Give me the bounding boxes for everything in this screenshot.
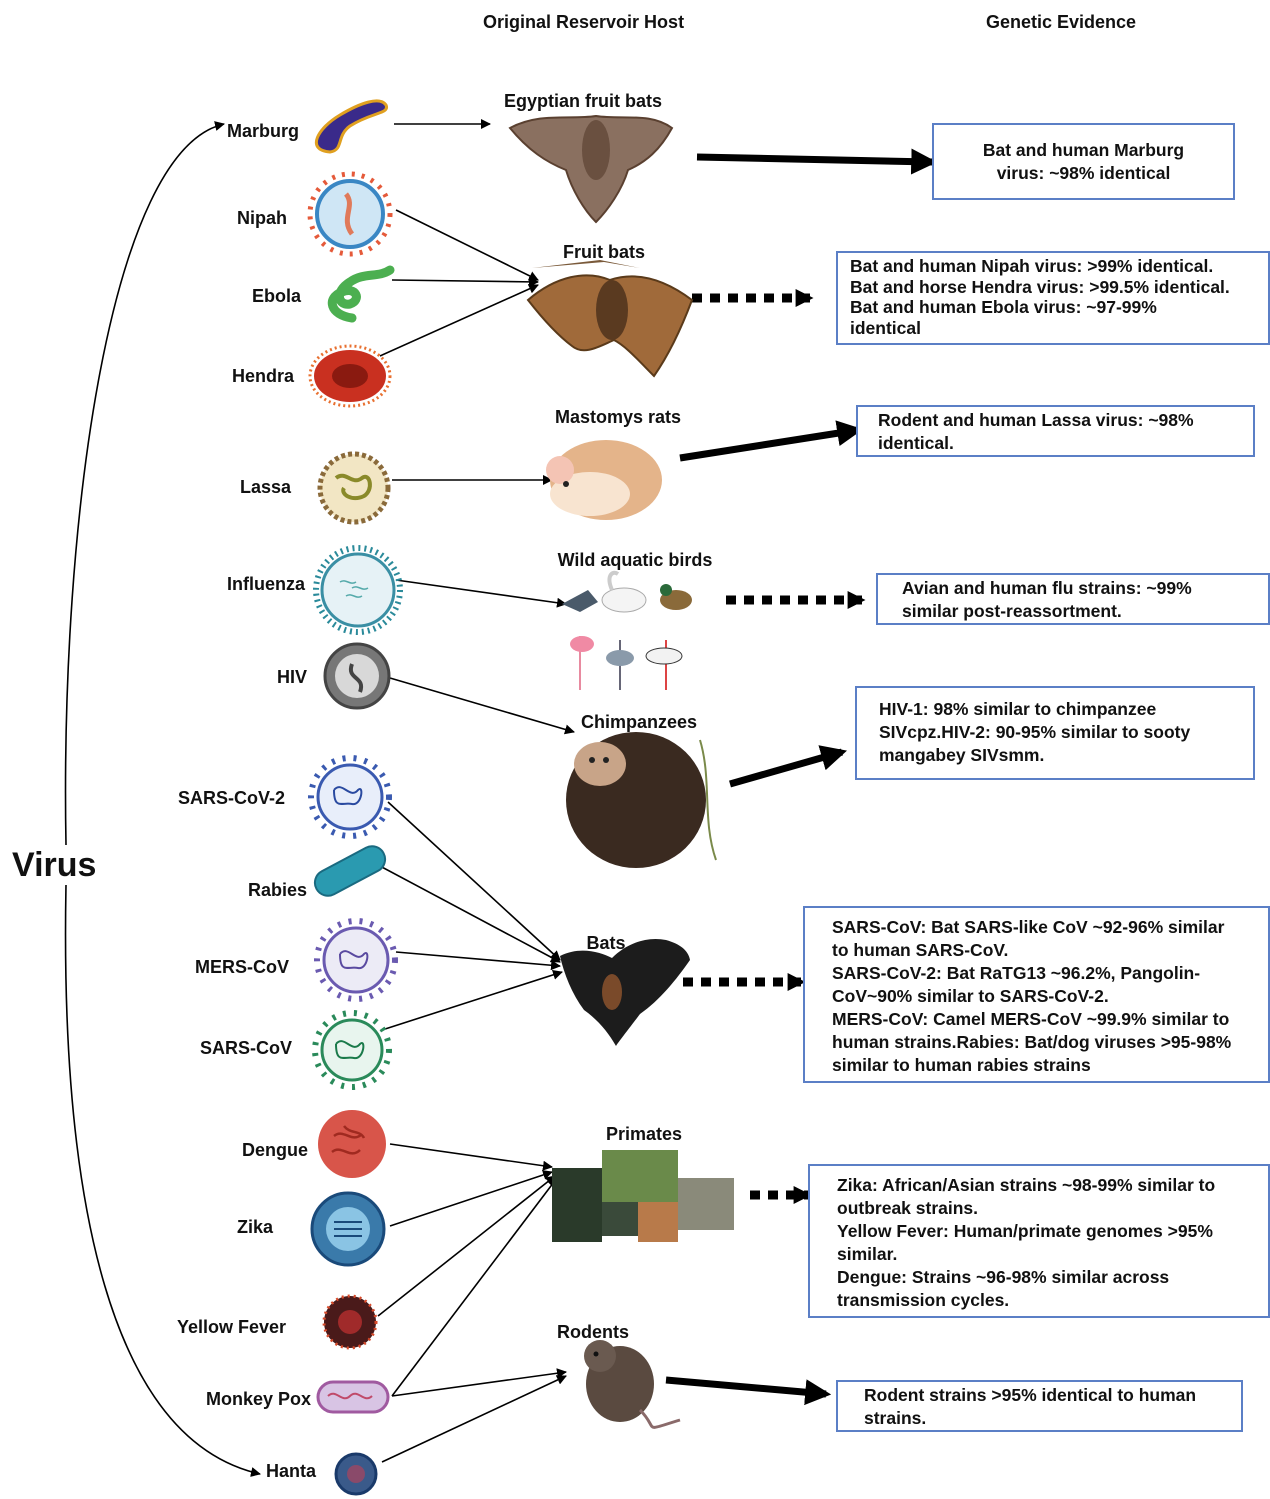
header-original-host: Original Reservoir Host — [483, 12, 685, 32]
evidence-box-lassa: Rodent and human Lassa virus: ~98% ident… — [856, 405, 1255, 457]
virus-label-zika: Zika — [237, 1217, 274, 1237]
evidence-line: similar post-reassortment. — [902, 601, 1122, 621]
evidence-line: mangabey SIVsmm. — [879, 745, 1045, 765]
evidence-line: Dengue: Strains ~96-98% similar across — [837, 1267, 1170, 1287]
evidence-box-primates: Zika: African/Asian strains ~98-99% simi… — [808, 1164, 1270, 1318]
evidence-box-fruit-bats: Bat and human Nipah virus: >99% identica… — [836, 251, 1270, 345]
host-label-mastomys-rats: Mastomys rats — [554, 407, 682, 427]
hiv-icon — [323, 642, 391, 710]
rodent-icon — [584, 1340, 681, 1429]
evidence-line: outbreak strains. — [837, 1198, 979, 1218]
chimpanzee-icon — [566, 732, 717, 868]
hanta-icon — [334, 1452, 378, 1496]
hendra-icon — [308, 344, 392, 408]
zika-icon — [310, 1191, 386, 1267]
egyptian-fruit-bat-icon — [508, 114, 674, 224]
marburg-icon — [315, 99, 389, 154]
evidence-line: virus: ~98% identical — [996, 163, 1171, 183]
monkey-pox-icon — [316, 1380, 390, 1414]
evidence-line: SARS-CoV-2: Bat RaTG13 ~96.2%, Pangolin- — [832, 963, 1201, 983]
fruit-bat-icon — [526, 260, 694, 378]
evidence-line: Avian and human flu strains: ~99% — [902, 578, 1192, 598]
aquatic-birds-icon — [562, 570, 692, 690]
host-label-fruit-bats: Fruit bats — [562, 242, 646, 262]
evidence-line: transmission cycles. — [837, 1290, 1010, 1310]
evidence-line: SARS-CoV: Bat SARS-like CoV ~92-96% simi… — [832, 917, 1225, 937]
virus-root-label: Virus — [12, 846, 97, 884]
host-label-chimpanzees: Chimpanzees — [580, 712, 698, 732]
virus-label-influenza: Influenza — [227, 574, 306, 594]
evidence-box-rodents: Rodent strains >95% identical to human s… — [836, 1380, 1243, 1432]
evidence-line: to human SARS-CoV. — [832, 940, 1009, 960]
virus-label-hendra: Hendra — [232, 366, 295, 386]
mastomys-rat-icon — [546, 440, 662, 520]
influenza-icon — [313, 545, 403, 635]
virus-root-arrows — [64, 121, 261, 1477]
evidence-line: similar to human rabies strains — [832, 1055, 1091, 1075]
virus-label-hiv: HIV — [277, 667, 308, 687]
evidence-line: identical. — [878, 433, 954, 453]
evidence-line: Rodent strains >95% identical to human — [864, 1385, 1197, 1405]
sars-cov-icon — [312, 1010, 392, 1090]
evidence-line: MERS-CoV: Camel MERS-CoV ~99.9% similar … — [832, 1009, 1230, 1029]
evidence-line: Bat and human Ebola virus: ~97-99% — [850, 297, 1157, 317]
virus-label-marburg: Marburg — [227, 121, 299, 141]
host-label-egyptian-fruit-bats: Egyptian fruit bats — [503, 91, 663, 111]
evidence-box-birds: Avian and human flu strains: ~99% simila… — [876, 573, 1270, 625]
evidence-line: human strains.Rabies: Bat/dog viruses >9… — [832, 1032, 1232, 1052]
mers-cov-icon — [314, 918, 398, 1002]
virus-host-arrows — [377, 119, 575, 1463]
evidence-line: SIVcpz.HIV-2: 90-95% similar to sooty — [879, 722, 1191, 742]
evidence-line: strains. — [864, 1408, 927, 1428]
virus-label-ebola: Ebola — [252, 286, 302, 306]
virus-label-rabies: Rabies — [248, 880, 308, 900]
evidence-line: Zika: African/Asian strains ~98-99% simi… — [837, 1175, 1216, 1195]
evidence-line: similar. — [837, 1244, 898, 1264]
host-label-wild-aquatic-birds: Wild aquatic birds — [557, 550, 713, 570]
virus-label-lassa: Lassa — [240, 477, 292, 497]
virus-label-mers-cov: MERS-CoV — [195, 957, 289, 977]
evidence-box-marburg: Bat and human Marburg virus: ~98% identi… — [932, 123, 1235, 200]
bat-icon — [560, 938, 690, 1046]
dengue-icon — [318, 1110, 386, 1178]
primates-photo-icon — [552, 1150, 734, 1242]
evidence-line: Yellow Fever: Human/primate genomes >95% — [837, 1221, 1213, 1241]
virus-label-dengue: Dengue — [242, 1140, 309, 1160]
evidence-box-bats: SARS-CoV: Bat SARS-like CoV ~92-96% simi… — [803, 906, 1270, 1083]
lassa-icon — [317, 451, 391, 525]
rabies-icon — [313, 845, 387, 897]
virus-label-hanta: Hanta — [266, 1461, 317, 1481]
evidence-line: HIV-1: 98% similar to chimpanzee — [879, 699, 1157, 719]
host-evidence-arrows — [665, 148, 938, 1406]
virus-label-yellow-fever: Yellow Fever — [177, 1317, 287, 1337]
evidence-line: Bat and human Marburg — [982, 140, 1185, 160]
evidence-line: Rodent and human Lassa virus: ~98% — [878, 410, 1194, 430]
virus-label-monkey-pox: Monkey Pox — [206, 1389, 312, 1409]
evidence-box-hiv: HIV-1: 98% similar to chimpanzee SIVcpz.… — [855, 686, 1255, 780]
host-label-rodents: Rodents — [557, 1322, 629, 1342]
evidence-line: CoV~90% similar to SARS-CoV-2. — [832, 986, 1109, 1006]
evidence-line: identical — [850, 317, 921, 338]
nipah-icon — [307, 171, 393, 257]
ebola-icon — [327, 265, 395, 323]
evidence-line: Bat and human Nipah virus: >99% identica… — [850, 256, 1214, 276]
host-label-bats: Bats — [586, 933, 626, 953]
host-label-primates: Primates — [605, 1124, 683, 1144]
virus-label-sars-cov-2: SARS-CoV-2 — [178, 788, 286, 808]
virus-label-sars-cov: SARS-CoV — [200, 1038, 293, 1058]
yellow-fever-icon — [322, 1294, 378, 1350]
sars-cov-2-icon — [308, 755, 392, 839]
header-genetic-evidence: Genetic Evidence — [986, 12, 1137, 32]
evidence-line: Bat and horse Hendra virus: >99.5% ident… — [850, 276, 1230, 297]
virus-label-nipah: Nipah — [237, 208, 288, 228]
